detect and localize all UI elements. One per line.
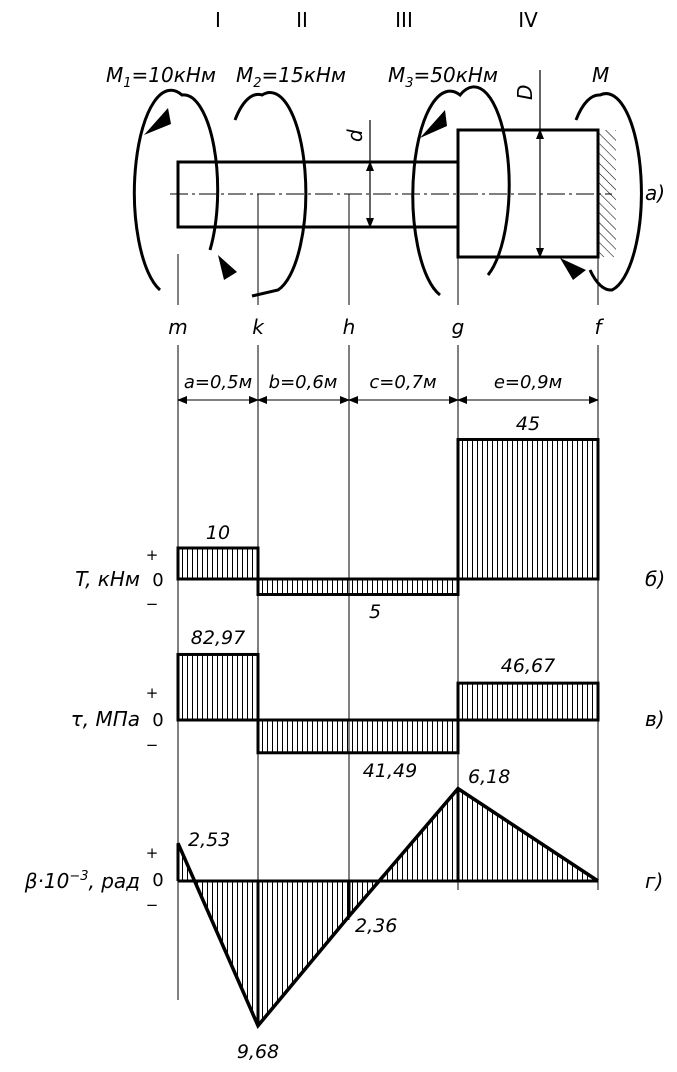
stress-plus-sign: + (146, 684, 159, 702)
stress-value-label-3: 46,67 (501, 655, 555, 677)
moment-arrowheads (144, 108, 586, 280)
dim-label-e: e=0,9м (494, 372, 562, 393)
angle-minus-sign: − (146, 896, 159, 914)
arrowhead-m (560, 258, 586, 280)
stress-segment-1 (176, 652, 260, 722)
torque-zero-label: 0 (152, 570, 163, 591)
moment-label-m3: M3=50кНм (388, 63, 498, 91)
stress-minus-sign: − (146, 736, 159, 754)
angle-tag: г) (645, 869, 663, 893)
arrowhead-m1 (144, 108, 171, 135)
dim-label-b: b=0,6м (269, 372, 338, 393)
torque-axis-label: T, кНм (75, 567, 140, 591)
stress-zero-label: 0 (152, 710, 163, 731)
angle-zero-label: 0 (152, 870, 163, 891)
figure-tag-a: а) (645, 181, 665, 205)
fixed-support-hatch (598, 130, 616, 257)
torque-value-label-1: 10 (206, 522, 230, 544)
large-diameter-label: D (513, 85, 537, 100)
section-label-3: III (395, 8, 413, 32)
moment-arrows (132, 85, 643, 298)
arrowhead-m3 (420, 110, 447, 138)
moment-arrow-m2 (233, 90, 308, 298)
shaft (170, 128, 616, 259)
section-label-4: IV (518, 8, 538, 32)
torque-value-label-2: 5 (369, 601, 381, 623)
torque-segment-2 (256, 577, 460, 596)
moment-arrow-m (574, 92, 643, 292)
large-shaft (456, 128, 600, 259)
angle-value-label-1: 2,53 (188, 829, 230, 851)
point-label-k: k (252, 315, 265, 339)
angle-diagram: + 0 − β·10−3, рад г) 2,53 9,68 2,36 6,18 (24, 766, 664, 1063)
moment-arrow-m1 (132, 88, 220, 292)
torque-plus-sign: + (146, 546, 159, 564)
angle-marks (176, 786, 599, 1030)
stress-tag: в) (645, 707, 665, 731)
section-label-2: II (296, 8, 308, 32)
torque-minus-sign: − (146, 595, 159, 613)
angle-area (178, 788, 598, 1026)
torque-value-label-3: 45 (516, 413, 540, 435)
stress-value-label-1: 82,97 (191, 627, 245, 649)
angle-value-label-3: 2,36 (355, 915, 397, 937)
stress-marks (176, 652, 600, 755)
torque-tag: б) (645, 567, 665, 591)
moment-label-m1: M1=10кНм (106, 63, 216, 91)
small-diameter-label: d (343, 129, 367, 142)
point-label-f: f (594, 315, 604, 339)
stress-diagram: + 0 − τ, МПа в) 82,97 41,49 46,67 (71, 627, 665, 782)
point-label-g: g (452, 315, 465, 339)
angle-axis-label: β·10−3, рад (24, 869, 140, 893)
angle-value-label-2: 9,68 (237, 1041, 279, 1063)
stress-segment-3 (456, 681, 600, 722)
moment-label-m2: M2=15кНм (236, 63, 346, 91)
point-label-h: h (343, 315, 356, 339)
stress-axis-label: τ, МПа (71, 707, 140, 731)
dim-label-c: c=0,7м (369, 372, 436, 393)
stress-segment-2 (256, 718, 460, 755)
dim-label-a: a=0,5м (184, 372, 252, 393)
torque-segment-1 (176, 546, 260, 581)
moment-arrow-m3 (411, 85, 511, 297)
torque-diagram: + 0 − T, кНм б) 10 5 45 (75, 413, 665, 623)
moment-label-m: M (592, 63, 609, 87)
torque-marks (176, 438, 600, 596)
angle-plus-sign: + (146, 844, 159, 862)
angle-value-label-4: 6,18 (468, 766, 510, 788)
stress-value-label-2: 41,49 (363, 760, 417, 782)
torque-segment-3 (456, 438, 600, 581)
point-label-m: m (168, 315, 187, 339)
section-label-1: I (215, 8, 221, 32)
arrowhead-m2 (218, 255, 237, 280)
